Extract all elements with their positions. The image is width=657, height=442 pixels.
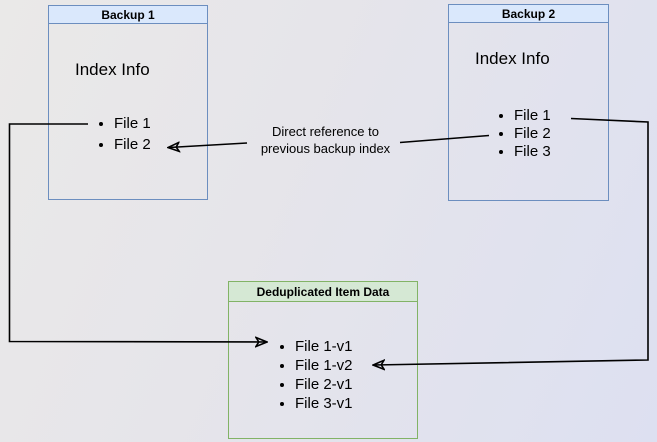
backup2-header: Backup 2 <box>449 5 608 23</box>
backup1-file-list: File 1 File 2 <box>94 113 151 155</box>
backup1-file-item: File 1 <box>114 113 151 134</box>
direct-reference-label-line2: previous backup index <box>260 141 391 156</box>
direct-reference-label-line1: Direct reference to <box>272 124 379 139</box>
backup1-title: Backup 1 <box>101 7 155 22</box>
backup1-header: Backup 1 <box>49 6 207 24</box>
backup2-index-info-label: Index Info <box>475 49 550 68</box>
backup1-file-item: File 2 <box>114 134 151 155</box>
dedup-header: Deduplicated Item Data <box>229 282 417 302</box>
dedup-node: Deduplicated Item Data File 1-v1 File 1-… <box>228 281 418 439</box>
backup2-file-item: File 3 <box>514 143 551 161</box>
dedup-file-item: File 3-v1 <box>295 394 353 413</box>
backup2-file-item: File 2 <box>514 125 551 143</box>
backup1-index-info-label: Index Info <box>75 60 150 79</box>
backup2-file-list: File 1 File 2 File 3 <box>494 107 551 161</box>
dedup-title: Deduplicated Item Data <box>256 284 390 299</box>
dedup-file-item: File 2-v1 <box>295 375 353 394</box>
backup2-file-item: File 1 <box>514 107 551 125</box>
direct-reference-label: Direct reference to previous backup inde… <box>238 123 413 157</box>
backup2-title: Backup 2 <box>501 6 556 21</box>
dedup-file-item: File 1-v1 <box>295 337 353 356</box>
backup1-node: Backup 1 Index Info File 1 File 2 <box>48 5 208 200</box>
backup2-node: Backup 2 Index Info File 1 File 2 File 3 <box>448 4 609 201</box>
dedup-file-list: File 1-v1 File 1-v2 File 2-v1 File 3-v1 <box>275 337 353 413</box>
dedup-file-item: File 1-v2 <box>295 356 353 375</box>
